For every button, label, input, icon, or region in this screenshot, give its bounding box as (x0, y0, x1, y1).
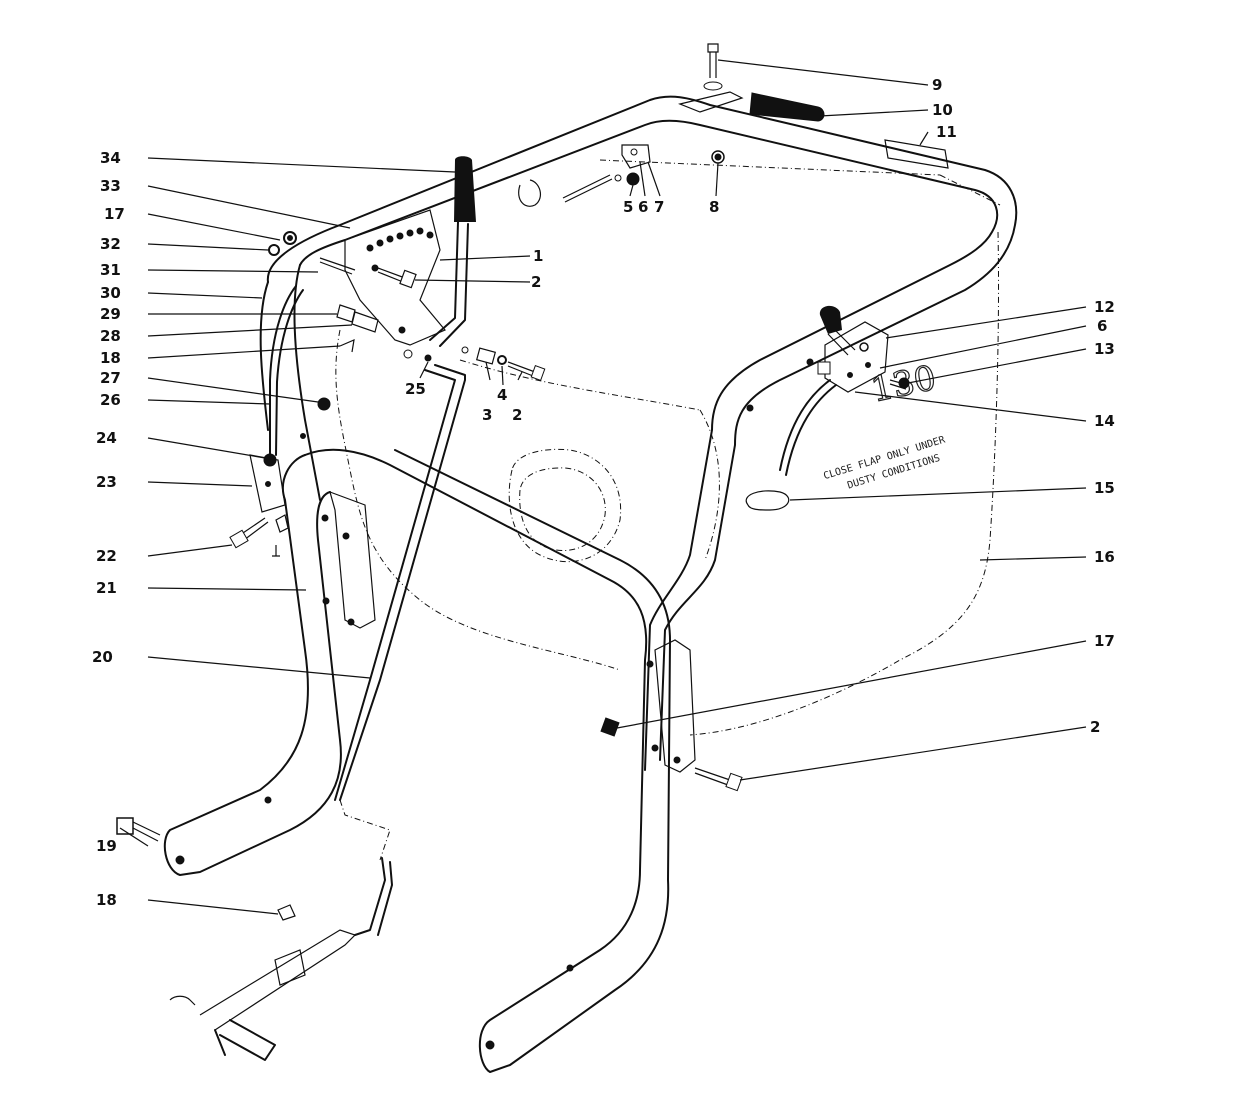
quadrant-hardware (268, 231, 546, 411)
callout-4: 4 (497, 386, 507, 404)
bag-decal: CLOSE FLAP ONLY UNDER DUSTY CONDITIONS (822, 434, 947, 491)
callout-27: 27 (100, 369, 121, 387)
callout-6-top: 6 (638, 198, 648, 216)
callout-9: 9 (932, 76, 942, 94)
callout-5: 5 (623, 198, 633, 216)
control-rod (334, 364, 466, 936)
leader-lines (119, 59, 1087, 915)
callout-25: 25 (405, 380, 426, 398)
callout-13: 13 (1094, 340, 1115, 358)
callout-17: 17 (104, 205, 125, 223)
top-hardware (518, 43, 744, 207)
callout-18: 18 (100, 349, 121, 367)
bolt-19 (116, 817, 161, 842)
shift-quadrant (344, 156, 476, 347)
callout-11: 11 (936, 123, 957, 141)
callout-2-spacer: 2 (512, 406, 522, 424)
callout-17-lower: 17 (1094, 632, 1115, 650)
grass-bag (335, 159, 1001, 736)
callout-20: 20 (92, 648, 113, 666)
shift-knob-34 (454, 156, 476, 222)
callout-7: 7 (654, 198, 664, 216)
nut-17 (600, 717, 620, 737)
upper-handle-frame (259, 92, 1018, 771)
cable-assembly (229, 285, 306, 557)
callout-32: 32 (100, 235, 121, 253)
callout-19: 19 (96, 837, 117, 855)
callout-3: 3 (482, 406, 492, 424)
callout-14: 14 (1094, 412, 1115, 430)
callout-28: 28 (100, 327, 121, 345)
callout-10: 10 (932, 101, 953, 119)
callout-15: 15 (1094, 479, 1115, 497)
callout-21: 21 (96, 579, 117, 597)
lower-linkage (169, 904, 357, 1061)
callout-6-latch: 6 (1097, 317, 1107, 335)
callout-34: 34 (100, 149, 121, 167)
callout-22: 22 (96, 547, 117, 565)
callout-24: 24 (96, 429, 117, 447)
callout-labels: 34 33 17 32 31 30 29 28 18 27 26 24 23 2… (92, 76, 1115, 909)
callout-29: 29 (100, 305, 121, 323)
lower-handle (163, 404, 754, 1073)
callout-18-lower: 18 (96, 891, 117, 909)
latch-assembly (745, 305, 910, 511)
callout-33: 33 (100, 177, 121, 195)
callout-2-quadrant: 2 (531, 273, 541, 291)
callout-26: 26 (100, 391, 121, 409)
callout-23: 23 (96, 473, 117, 491)
callout-12: 12 (1094, 298, 1115, 316)
callout-16: 16 (1094, 548, 1115, 566)
callout-1: 1 (533, 247, 543, 265)
callout-2-lower: 2 (1090, 718, 1100, 736)
callout-30: 30 (100, 284, 121, 302)
callout-31: 31 (100, 261, 121, 279)
latch-knob (819, 305, 842, 334)
bolt-2-lower (694, 767, 743, 792)
callout-8: 8 (709, 198, 719, 216)
